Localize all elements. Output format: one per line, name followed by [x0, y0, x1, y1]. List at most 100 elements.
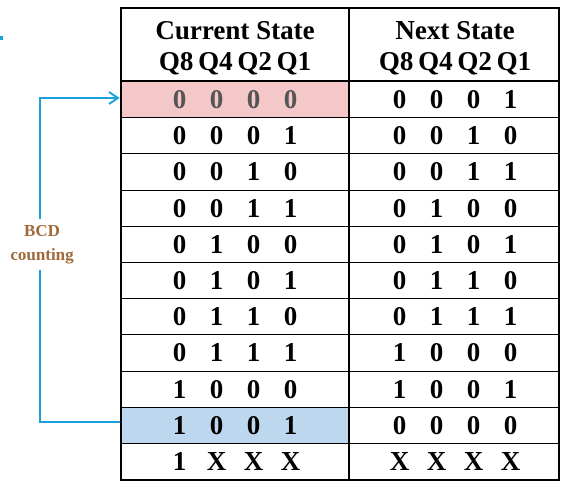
current-bit: 0: [172, 84, 187, 115]
current-bit: 0: [172, 120, 187, 151]
next-bit: 1: [466, 265, 481, 296]
next-bit: 0: [466, 84, 481, 115]
next-bit: 1: [466, 301, 481, 332]
current-bit: 0: [246, 120, 261, 151]
next-bit: 1: [429, 192, 444, 223]
current-bit: 0: [209, 373, 224, 404]
next-bit: 1: [392, 337, 407, 368]
next-bit: 1: [466, 156, 481, 187]
side-label-line2: counting: [10, 245, 74, 264]
current-bit: 0: [172, 337, 187, 368]
current-bit: 1: [283, 409, 298, 440]
next-bit: 1: [503, 156, 518, 187]
next-bit: 0: [466, 409, 481, 440]
next-bit: X: [463, 446, 484, 477]
current-bit: 0: [283, 373, 298, 404]
current-state-header: Current State Q8 Q4 Q2 Q1: [122, 9, 348, 80]
current-bit: 1: [246, 301, 261, 332]
next-bit: 0: [429, 120, 444, 151]
next-bit: 0: [392, 301, 407, 332]
current-bit: 0: [172, 228, 187, 259]
current-bit: 1: [209, 337, 224, 368]
current-bit: 0: [246, 409, 261, 440]
column-divider: [348, 9, 350, 479]
state-table: Current State Q8 Q4 Q2 Q1 Next State Q8 …: [120, 7, 560, 481]
next-bit: 0: [392, 228, 407, 259]
current-bit: 0: [283, 156, 298, 187]
current-bit: 1: [172, 446, 187, 477]
next-bit: X: [389, 446, 410, 477]
current-bit: 0: [172, 156, 187, 187]
next-state-vars: Q8 Q4 Q2 Q1: [378, 46, 532, 76]
current-bit: 1: [209, 301, 224, 332]
next-bit: 0: [392, 84, 407, 115]
bcd-counting-label: BCD counting: [0, 219, 84, 267]
next-bit: 0: [466, 373, 481, 404]
next-bit: 1: [429, 265, 444, 296]
next-bit: X: [426, 446, 447, 477]
current-bit: 1: [246, 156, 261, 187]
current-bit: 0: [246, 373, 261, 404]
next-bit: 0: [429, 409, 444, 440]
current-bit: X: [206, 446, 227, 477]
next-bit: 1: [392, 373, 407, 404]
table-header: Current State Q8 Q4 Q2 Q1 Next State Q8 …: [122, 9, 558, 82]
current-bit: 1: [283, 337, 298, 368]
loop-arrow: [39, 91, 120, 423]
current-bit: 0: [246, 265, 261, 296]
next-bit: 0: [429, 337, 444, 368]
current-bit: 0: [246, 84, 261, 115]
next-bit: 0: [503, 265, 518, 296]
current-bit: 0: [172, 301, 187, 332]
next-bit: 1: [429, 228, 444, 259]
next-bit: 1: [466, 120, 481, 151]
next-bit: 0: [429, 156, 444, 187]
current-bit: 0: [283, 301, 298, 332]
side-tick-mark: [0, 36, 3, 40]
current-bit: 1: [246, 192, 261, 223]
next-bit: 1: [503, 301, 518, 332]
next-bit: 0: [392, 120, 407, 151]
current-bit: X: [280, 446, 301, 477]
current-bit: 1: [209, 228, 224, 259]
current-state-vars: Q8 Q4 Q2 Q1: [158, 46, 312, 76]
current-bit: 1: [283, 192, 298, 223]
side-label-line1: BCD: [24, 221, 60, 240]
next-bit: 0: [503, 120, 518, 151]
current-bit: 0: [172, 192, 187, 223]
next-bit: 0: [392, 192, 407, 223]
next-bit: 0: [392, 409, 407, 440]
current-bit: 0: [209, 84, 224, 115]
current-bit: 0: [209, 192, 224, 223]
next-bit: 1: [503, 84, 518, 115]
next-bit: 0: [429, 373, 444, 404]
next-bit: 1: [429, 301, 444, 332]
current-bit: 1: [283, 120, 298, 151]
current-bit: 0: [209, 409, 224, 440]
next-bit: 0: [503, 192, 518, 223]
